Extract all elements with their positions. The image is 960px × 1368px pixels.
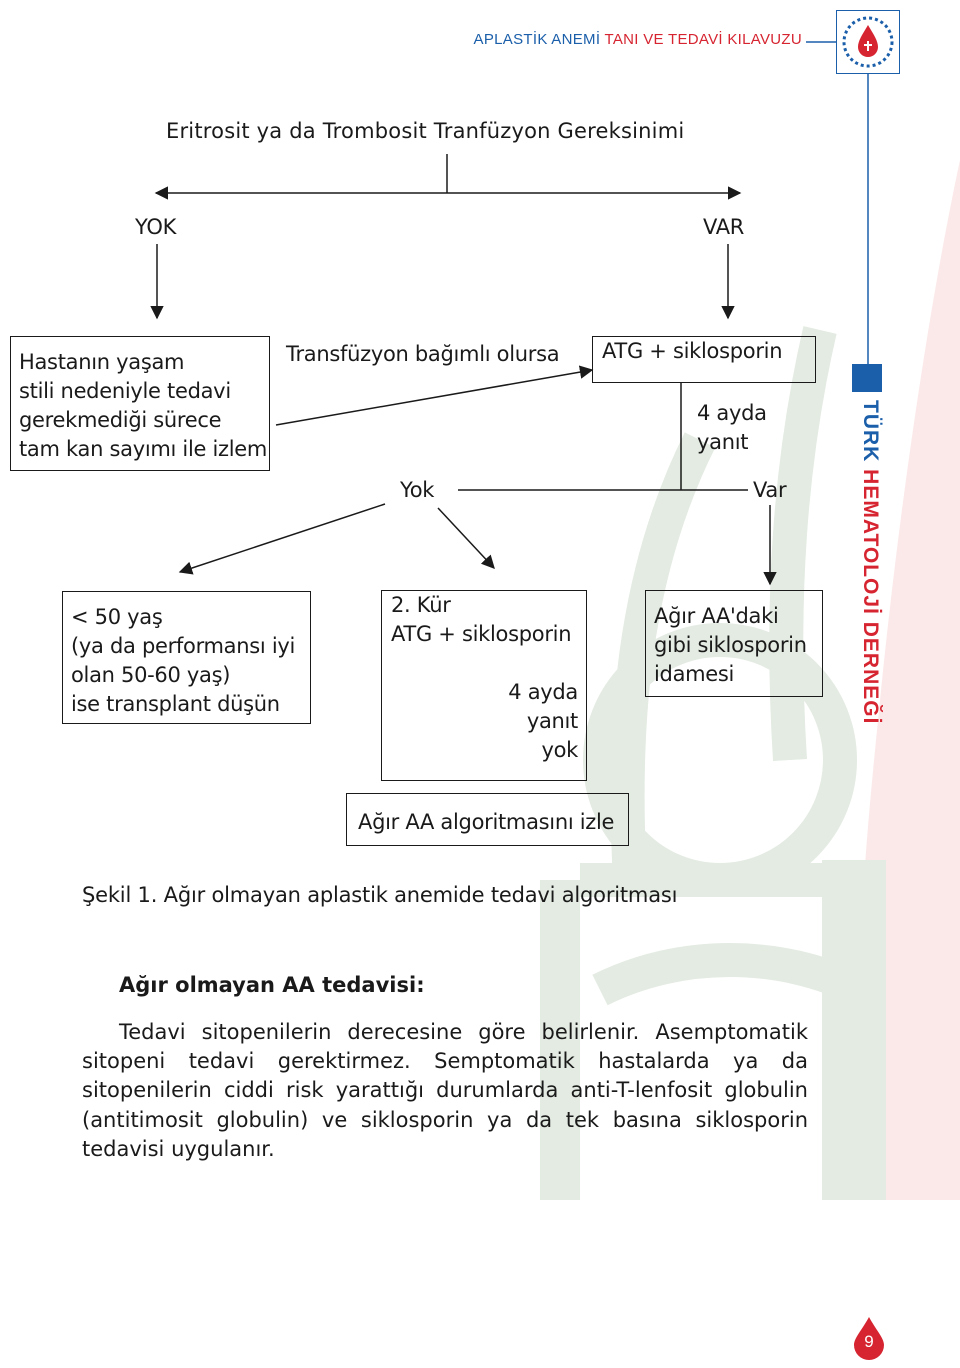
- transplant-box: [62, 591, 311, 724]
- second-course-line4: yanıt: [526, 709, 578, 733]
- transplant-arrow: [178, 503, 386, 575]
- severe-aa-algorithm-text: Ağır AA algoritmasını izle: [358, 810, 615, 834]
- second-course-line2: ATG + siklosporin: [391, 622, 572, 646]
- second-course-line3: 4 ayda: [508, 680, 578, 704]
- response-label-line: 4 ayda: [697, 401, 767, 425]
- yok-small-label: Yok: [400, 478, 435, 502]
- header-title-part2: TANI VE TEDAVİ KILAVUZU: [604, 31, 802, 48]
- monitor-box-line: Hastanın yaşam: [19, 350, 185, 374]
- continue-box-line: idamesi: [654, 662, 735, 686]
- blood-drop-icon: [854, 1317, 884, 1360]
- monitor-box-line: gerekmediği sürece: [19, 408, 222, 432]
- monitor-box-line: stili nedeniyle tedavi: [19, 379, 231, 403]
- header-rule: [806, 41, 838, 43]
- atg-box: [592, 336, 816, 383]
- running-header: APLASTİK ANEMİ TANI VE TEDAVİ KILAVUZU: [474, 31, 802, 48]
- page-number: 9: [864, 1332, 874, 1351]
- severe-aa-algorithm-box: [346, 793, 629, 846]
- response-label-line: yanıt: [697, 430, 749, 454]
- blood-drop-emblem-icon: [842, 16, 894, 68]
- yok-label: YOK: [135, 215, 177, 239]
- second-course-line1: 2. Kür: [391, 593, 451, 617]
- transplant-box-line: (ya da performansı iyi: [71, 634, 296, 658]
- society-logo: [836, 10, 900, 74]
- transfusion-dependent-label: Transfüzyon bağımlı olursa: [286, 342, 560, 366]
- body-paragraph-text: Tedavi sitopenilerin derecesine göre bel…: [82, 1020, 808, 1161]
- transfusion-dependent-arrow: [275, 365, 594, 426]
- figure-caption: Şekil 1. Ağır olmayan aplastik anemide t…: [82, 883, 678, 907]
- transplant-box-line: olan 50-60 yaş): [71, 663, 231, 687]
- continue-cyclosporine-box: [645, 590, 823, 697]
- second-course-arrow: [437, 507, 495, 569]
- monitor-box: [10, 336, 270, 471]
- var-label: VAR: [703, 215, 745, 239]
- monitor-box-line: tam kan sayımı ile izlem: [19, 437, 268, 461]
- flowchart-top-node: Eritrosit ya da Trombosit Tranfüzyon Ger…: [166, 119, 685, 143]
- header-title-part1: APLASTİK ANEMİ: [473, 31, 605, 48]
- transplant-box-line: < 50 yaş: [71, 605, 163, 629]
- second-course-line5: yok: [541, 738, 578, 762]
- page-number-badge: 9: [852, 1316, 886, 1360]
- brand-rule: [867, 72, 869, 364]
- atg-box-text: ATG + siklosporin: [602, 339, 783, 363]
- body-paragraph: Tedavi sitopenilerin derecesine göre bel…: [82, 1018, 808, 1164]
- transplant-box-line: ise transplant düşün: [71, 692, 280, 716]
- continue-box-line: Ağır AA'daki: [654, 604, 779, 628]
- section-title: Ağır olmayan AA tedavisi:: [119, 973, 425, 997]
- var-small-label: Var: [753, 478, 787, 502]
- second-course-box: [381, 590, 587, 781]
- flowchart-connectors: [150, 154, 777, 586]
- continue-box-line: gibi siklosporin: [654, 633, 807, 657]
